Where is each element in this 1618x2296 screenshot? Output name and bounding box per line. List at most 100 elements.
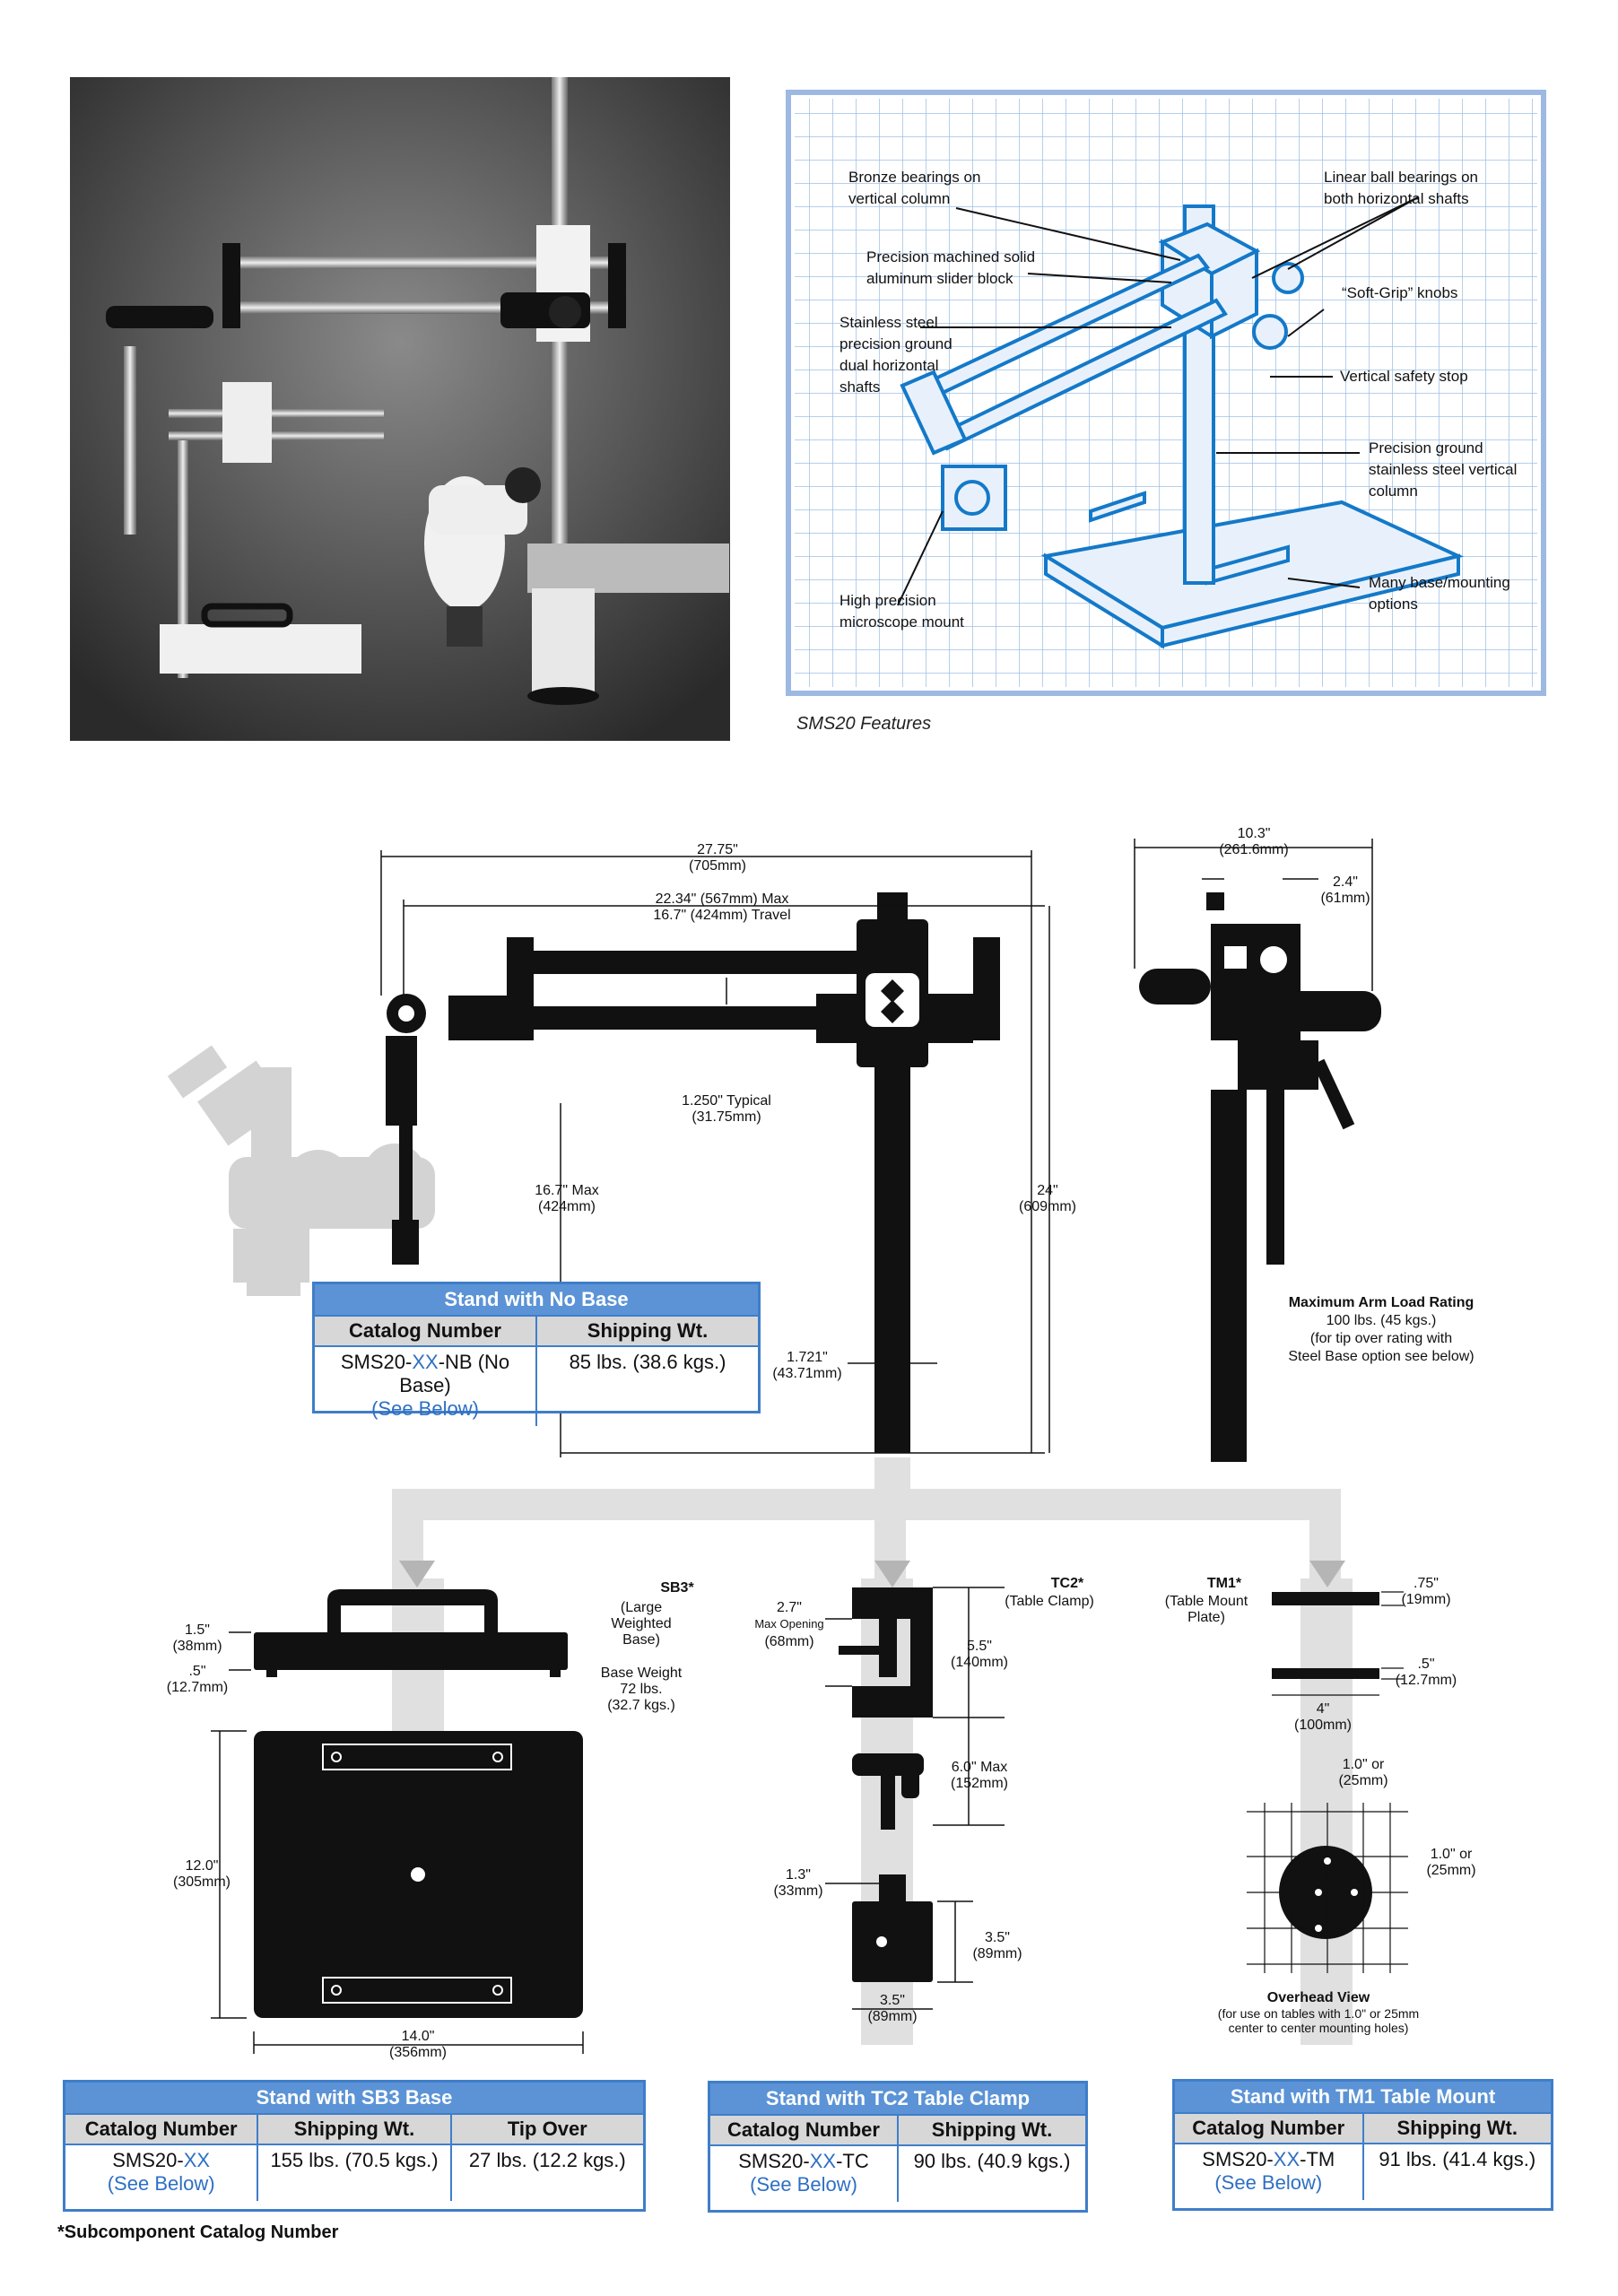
- col-catalog: Catalog Number: [349, 1319, 501, 1342]
- table-title: Stand with TM1 Table Mount: [1175, 2082, 1551, 2112]
- tc2-opening-label: Max Opening: [754, 1617, 823, 1631]
- tc2-plate-h: 3.5": [985, 1930, 1010, 1945]
- table-tm1: Stand with TM1 Table Mount Catalog Numbe…: [1172, 2079, 1553, 2211]
- dim-shaft-spacing: 1.250" Typical: [682, 1093, 771, 1109]
- tm1-width-mm: (100mm): [1294, 1718, 1352, 1733]
- tm1-desc-2: Plate): [1187, 1610, 1225, 1625]
- dim-column-diameter: 1.721": [787, 1350, 828, 1365]
- sb3-depth-mm: (305mm): [173, 1874, 231, 1890]
- sb3-desc-1: (Large: [621, 1600, 662, 1615]
- sb3-weight-lbs: 72 lbs.: [620, 1682, 662, 1697]
- col-weight: Shipping Wt.: [257, 2115, 449, 2144]
- tm1-grid-2-mm: (25mm): [1426, 1863, 1475, 1878]
- sb3-height-2: .5": [188, 1664, 205, 1679]
- dim-overall-length-mm: (705mm): [689, 858, 746, 874]
- dim-vertical-max: 16.7" Max: [535, 1183, 599, 1198]
- dim-column-height-mm: (609mm): [1019, 1199, 1076, 1214]
- sb3-height-1: 1.5": [185, 1622, 210, 1638]
- sb3-desc-3: Base): [622, 1632, 660, 1648]
- dim-max-travel: 22.34" (567mm) Max: [656, 891, 789, 907]
- footnote: *Subcomponent Catalog Number: [57, 2222, 339, 2242]
- see-below-link[interactable]: (See Below): [1214, 2171, 1323, 2194]
- tc2-opening-mm: (68mm): [764, 1634, 813, 1649]
- table-title: Stand with No Base: [315, 1284, 758, 1315]
- col-weight: Shipping Wt.: [1361, 2114, 1552, 2143]
- tm1-plate: .5": [1417, 1657, 1434, 1672]
- tm1-desc-1: (Table Mount: [1165, 1594, 1248, 1609]
- tc2-opening: 2.7": [777, 1600, 802, 1615]
- dim-vertical-max-mm: (424mm): [538, 1199, 596, 1214]
- tc2-plate-w-mm: (89mm): [867, 2009, 917, 2024]
- callout-knobs: “Soft-Grip” knobs: [1342, 284, 1457, 301]
- load-title: Maximum Arm Load Rating: [1289, 1295, 1474, 1310]
- tc2-height-mm: (140mm): [951, 1655, 1008, 1670]
- sb3-width-mm: (356mm): [389, 2045, 447, 2060]
- weight-cell: 85 lbs. (38.6 kgs.): [535, 1347, 758, 1426]
- sb3-name: SB3*: [660, 1580, 694, 1596]
- tm1-overhead-note-2: center to center mounting holes): [1229, 2021, 1409, 2035]
- dim-side-width: 10.3": [1238, 826, 1271, 841]
- tc2-height: 5.5": [967, 1639, 992, 1654]
- weight-cell: 155 lbs. (70.5 kgs.): [257, 2145, 449, 2201]
- col-catalog: Catalog Number: [727, 2118, 880, 2141]
- load-value: 100 lbs. (45 kgs.): [1327, 1313, 1437, 1328]
- tm1-width: 4": [1317, 1701, 1330, 1717]
- tc2-plate-h-mm: (89mm): [972, 1946, 1022, 1961]
- catalog-cell: SMS20-XX (See Below): [107, 2149, 215, 2195]
- tc2-name: TC2*: [1051, 1576, 1084, 1591]
- tm1-overhead: Overhead View: [1267, 1990, 1370, 2005]
- sb3-depth: 12.0": [186, 1858, 219, 1874]
- tm1-name: TM1*: [1207, 1576, 1242, 1591]
- tm1-thick-mm: (19mm): [1401, 1592, 1450, 1607]
- tc2-desc: (Table Clamp): [1005, 1594, 1094, 1609]
- see-below-link[interactable]: (See Below): [107, 2172, 215, 2195]
- dim-column-height: 24": [1037, 1183, 1057, 1198]
- catalog-cell: SMS20-XX-NB (No Base) (See Below): [340, 1351, 510, 1420]
- tc2-screw: 6.0" Max: [952, 1760, 1008, 1775]
- tm1-plate-mm: (12.7mm): [1396, 1673, 1457, 1688]
- col-weight: Shipping Wt.: [897, 2116, 1085, 2144]
- weight-cell: 91 lbs. (41.4 kgs.): [1361, 2144, 1552, 2200]
- tm1-grid-2: 1.0" or: [1431, 1847, 1473, 1862]
- sb3-height-1-mm: (38mm): [172, 1639, 222, 1654]
- see-below-link[interactable]: (See Below): [371, 1397, 479, 1420]
- sb3-desc-2: Weighted: [611, 1616, 671, 1631]
- dim-travel: 16.7" (424mm) Travel: [653, 908, 790, 923]
- dim-side-offset: 2.4": [1333, 874, 1358, 890]
- weight-cell: 90 lbs. (40.9 kgs.): [897, 2146, 1085, 2202]
- load-note-2: Steel Base option see below): [1288, 1349, 1474, 1364]
- dim-shaft-spacing-mm: (31.75mm): [692, 1109, 761, 1125]
- tc2-pad-mm: (33mm): [773, 1883, 822, 1899]
- dim-column-diameter-mm: (43.71mm): [772, 1366, 841, 1381]
- load-note-1: (for tip over rating with: [1310, 1331, 1452, 1346]
- table-tc2: Stand with TC2 Table Clamp Catalog Numbe…: [708, 2081, 1088, 2213]
- col-catalog: Catalog Number: [84, 2118, 238, 2140]
- col-tip-over: Tip Over: [449, 2115, 643, 2144]
- catalog-cell: SMS20-XX-TM (See Below): [1202, 2148, 1335, 2194]
- sb3-weight-kg: (32.7 kgs.): [607, 1698, 675, 1713]
- col-catalog: Catalog Number: [1192, 2117, 1345, 2139]
- table-no-base: Stand with No Base Catalog Number Shippi…: [312, 1282, 761, 1426]
- table-title: Stand with SB3 Base: [65, 2083, 643, 2113]
- dim-side-offset-mm: (61mm): [1320, 891, 1370, 906]
- tc2-pad: 1.3": [786, 1867, 811, 1883]
- dim-side-width-mm: (261.6mm): [1219, 842, 1288, 857]
- catalog-cell: SMS20-XX-TC (See Below): [738, 2150, 869, 2196]
- sb3-weight-label: Base Weight: [601, 1665, 683, 1681]
- sb3-height-2-mm: (12.7mm): [167, 1680, 228, 1695]
- product-photo: [70, 77, 730, 741]
- tm1-grid-1: 1.0" or: [1343, 1757, 1385, 1772]
- sb3-width: 14.0": [402, 2029, 435, 2044]
- dim-overall-length: 27.75": [697, 842, 738, 857]
- callout-stop: Vertical safety stop: [1340, 368, 1468, 385]
- col-weight: Shipping Wt.: [535, 1317, 758, 1345]
- tip-over-cell: 27 lbs. (12.2 kgs.): [449, 2145, 643, 2201]
- see-below-link[interactable]: (See Below): [750, 2173, 857, 2196]
